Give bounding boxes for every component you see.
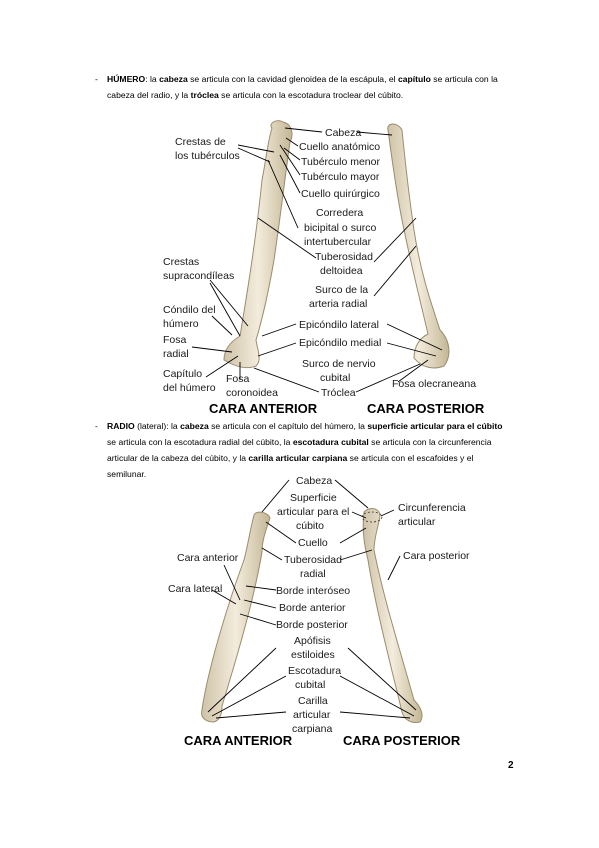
label-r-borde-posterior: Borde posterior (276, 619, 348, 631)
radius-caption-posterior: CARA POSTERIOR (343, 733, 461, 748)
label-fosa-radial-2: radial (163, 348, 189, 360)
label-epicondilo-lateral: Epicóndilo lateral (299, 319, 379, 331)
radius-paragraph: -RADIO (lateral): la cabeza se articula … (95, 421, 503, 479)
radius-paragraph-run-2: cabeza (180, 421, 209, 431)
humerus-paragraph: -HÚMERO: la cabeza se articula con la ca… (95, 74, 498, 100)
label-fosa-radial-1: Fosa (163, 334, 187, 346)
label-r-borde-anterior: Borde anterior (279, 602, 346, 614)
label-surco-cubital-1: Surco de nervio (302, 358, 376, 370)
label-r-cara-anterior: Cara anterior (177, 552, 239, 564)
humerus-paragraph-run-5: se articula con la cabeza del radio, y l… (107, 74, 498, 100)
radius-paragraph-run-7: se articula con la circunferencia articu… (107, 437, 492, 463)
label-r-sup-art-3: cúbito (296, 520, 324, 532)
label-r-carilla-2: articular (293, 709, 331, 721)
label-r-circunferencia-2: articular (398, 516, 436, 528)
label-fosa-olecraneana: Fosa olecraneana (392, 378, 476, 390)
radius-anterior-bone (201, 511, 271, 723)
label-fosa-coronoidea-2: coronoidea (226, 387, 278, 399)
label-r-cara-lateral: Cara lateral (168, 583, 222, 595)
humerus-caption-anterior: CARA ANTERIOR (209, 401, 318, 416)
label-r-sup-art-2: articular para el (277, 506, 349, 518)
humerus-paragraph-run-6: tróclea (190, 90, 219, 100)
label-cabeza: Cabeza (325, 127, 361, 139)
label-cuello-anatomico: Cuello anatómico (299, 141, 380, 153)
radius-paragraph-run-0: RADIO (107, 421, 135, 431)
radius-leader-lines (207, 479, 417, 719)
label-corredera-1: Corredera (316, 207, 363, 219)
label-r-cuello: Cuello (298, 537, 328, 549)
label-r-sup-art-1: Superficie (290, 492, 337, 504)
humerus-paragraph-run-3: se articula con la cavidad glenoidea de … (187, 74, 398, 84)
label-r-escotadura-2: cubital (295, 679, 325, 691)
humerus-leader-lines (191, 127, 443, 393)
label-capitulo-1: Capítulo (163, 368, 202, 380)
radius-paragraph-run-6: escotadura cubital (292, 437, 369, 447)
radius-paragraph-run-4: superficie articular para el cúbito (367, 421, 503, 431)
label-tuberculo-mayor: Tubérculo mayor (301, 171, 380, 183)
label-troclea: Tróclea (321, 387, 356, 399)
humerus-posterior-bone (387, 123, 450, 369)
label-r-carilla-1: Carilla (298, 695, 328, 707)
label-corredera-3: intertubercular (304, 236, 372, 248)
label-condilo-1: Cóndilo del (163, 304, 216, 316)
label-corredera-2: bicipital o surco (304, 222, 377, 234)
label-surco-radial-2: arteria radial (309, 298, 367, 310)
radius-caption-anterior: CARA ANTERIOR (184, 733, 293, 748)
label-crestas-tub-1: Crestas de (175, 136, 226, 148)
label-tuberosidad-2: deltoidea (320, 265, 363, 277)
label-surco-cubital-2: cubital (320, 372, 350, 384)
label-r-cara-posterior: Cara posterior (403, 550, 470, 562)
label-crestas-sup-2: supracondíleas (163, 270, 234, 282)
label-surco-radial-1: Surco de la (315, 284, 368, 296)
label-r-carilla-3: carpiana (292, 723, 332, 735)
radius-posterior-bone (361, 508, 423, 723)
radius-paragraph-run-9: se articula con el escafoides y el semil… (107, 453, 474, 479)
radius-paragraph-run-8: carilla articular carpiana (248, 453, 348, 463)
label-epicondilo-medial: Epicóndilo medial (299, 337, 381, 349)
label-crestas-tub-2: los tubérculos (175, 150, 240, 162)
humerus-caption-posterior: CARA POSTERIOR (367, 401, 485, 416)
label-cuello-quirurgico: Cuello quirúrgico (301, 188, 380, 200)
humerus-paragraph-run-7: se articula con la escotadura troclear d… (218, 90, 404, 100)
label-r-tuberosidad-1: Tuberosidad (284, 554, 342, 566)
radius-paragraph-run-3: se articula con el capítulo del húmero, … (208, 421, 368, 431)
label-r-apofisis-2: estiloides (291, 649, 335, 661)
label-tuberculo-menor: Tubérculo menor (301, 156, 380, 168)
label-r-cabeza: Cabeza (296, 475, 332, 487)
humerus-paragraph-run-4: capítulo (397, 74, 431, 84)
humerus-paragraph-run-0: HÚMERO (107, 74, 146, 84)
humerus-paragraph-run-1: : la (145, 74, 160, 84)
label-r-apofisis-1: Apófisis (294, 635, 331, 647)
radius-labels: Cabeza Superficie articular para el cúbi… (168, 475, 470, 748)
label-r-tuberosidad-2: radial (300, 568, 326, 580)
label-crestas-sup-1: Crestas (163, 256, 199, 268)
humerus-labels: Cabeza Cuello anatómico Tubérculo menor … (163, 127, 485, 416)
page-number: 2 (508, 760, 514, 771)
label-r-borde-interoseo: Borde interóseo (276, 585, 350, 597)
label-fosa-coronoidea-1: Fosa (226, 373, 250, 385)
label-r-escotadura-1: Escotadura (288, 665, 341, 677)
humerus-paragraph-run-2: cabeza (159, 74, 188, 84)
label-capitulo-2: del húmero (163, 382, 216, 394)
radius-paragraph-run-5: se articula con la escotadura radial del… (107, 437, 293, 447)
label-tuberosidad-1: Tuberosidad (315, 251, 373, 263)
label-r-circunferencia-1: Circunferencia (398, 502, 466, 514)
label-condilo-2: húmero (163, 318, 199, 330)
radius-paragraph-run-1: (lateral): la (134, 421, 181, 431)
